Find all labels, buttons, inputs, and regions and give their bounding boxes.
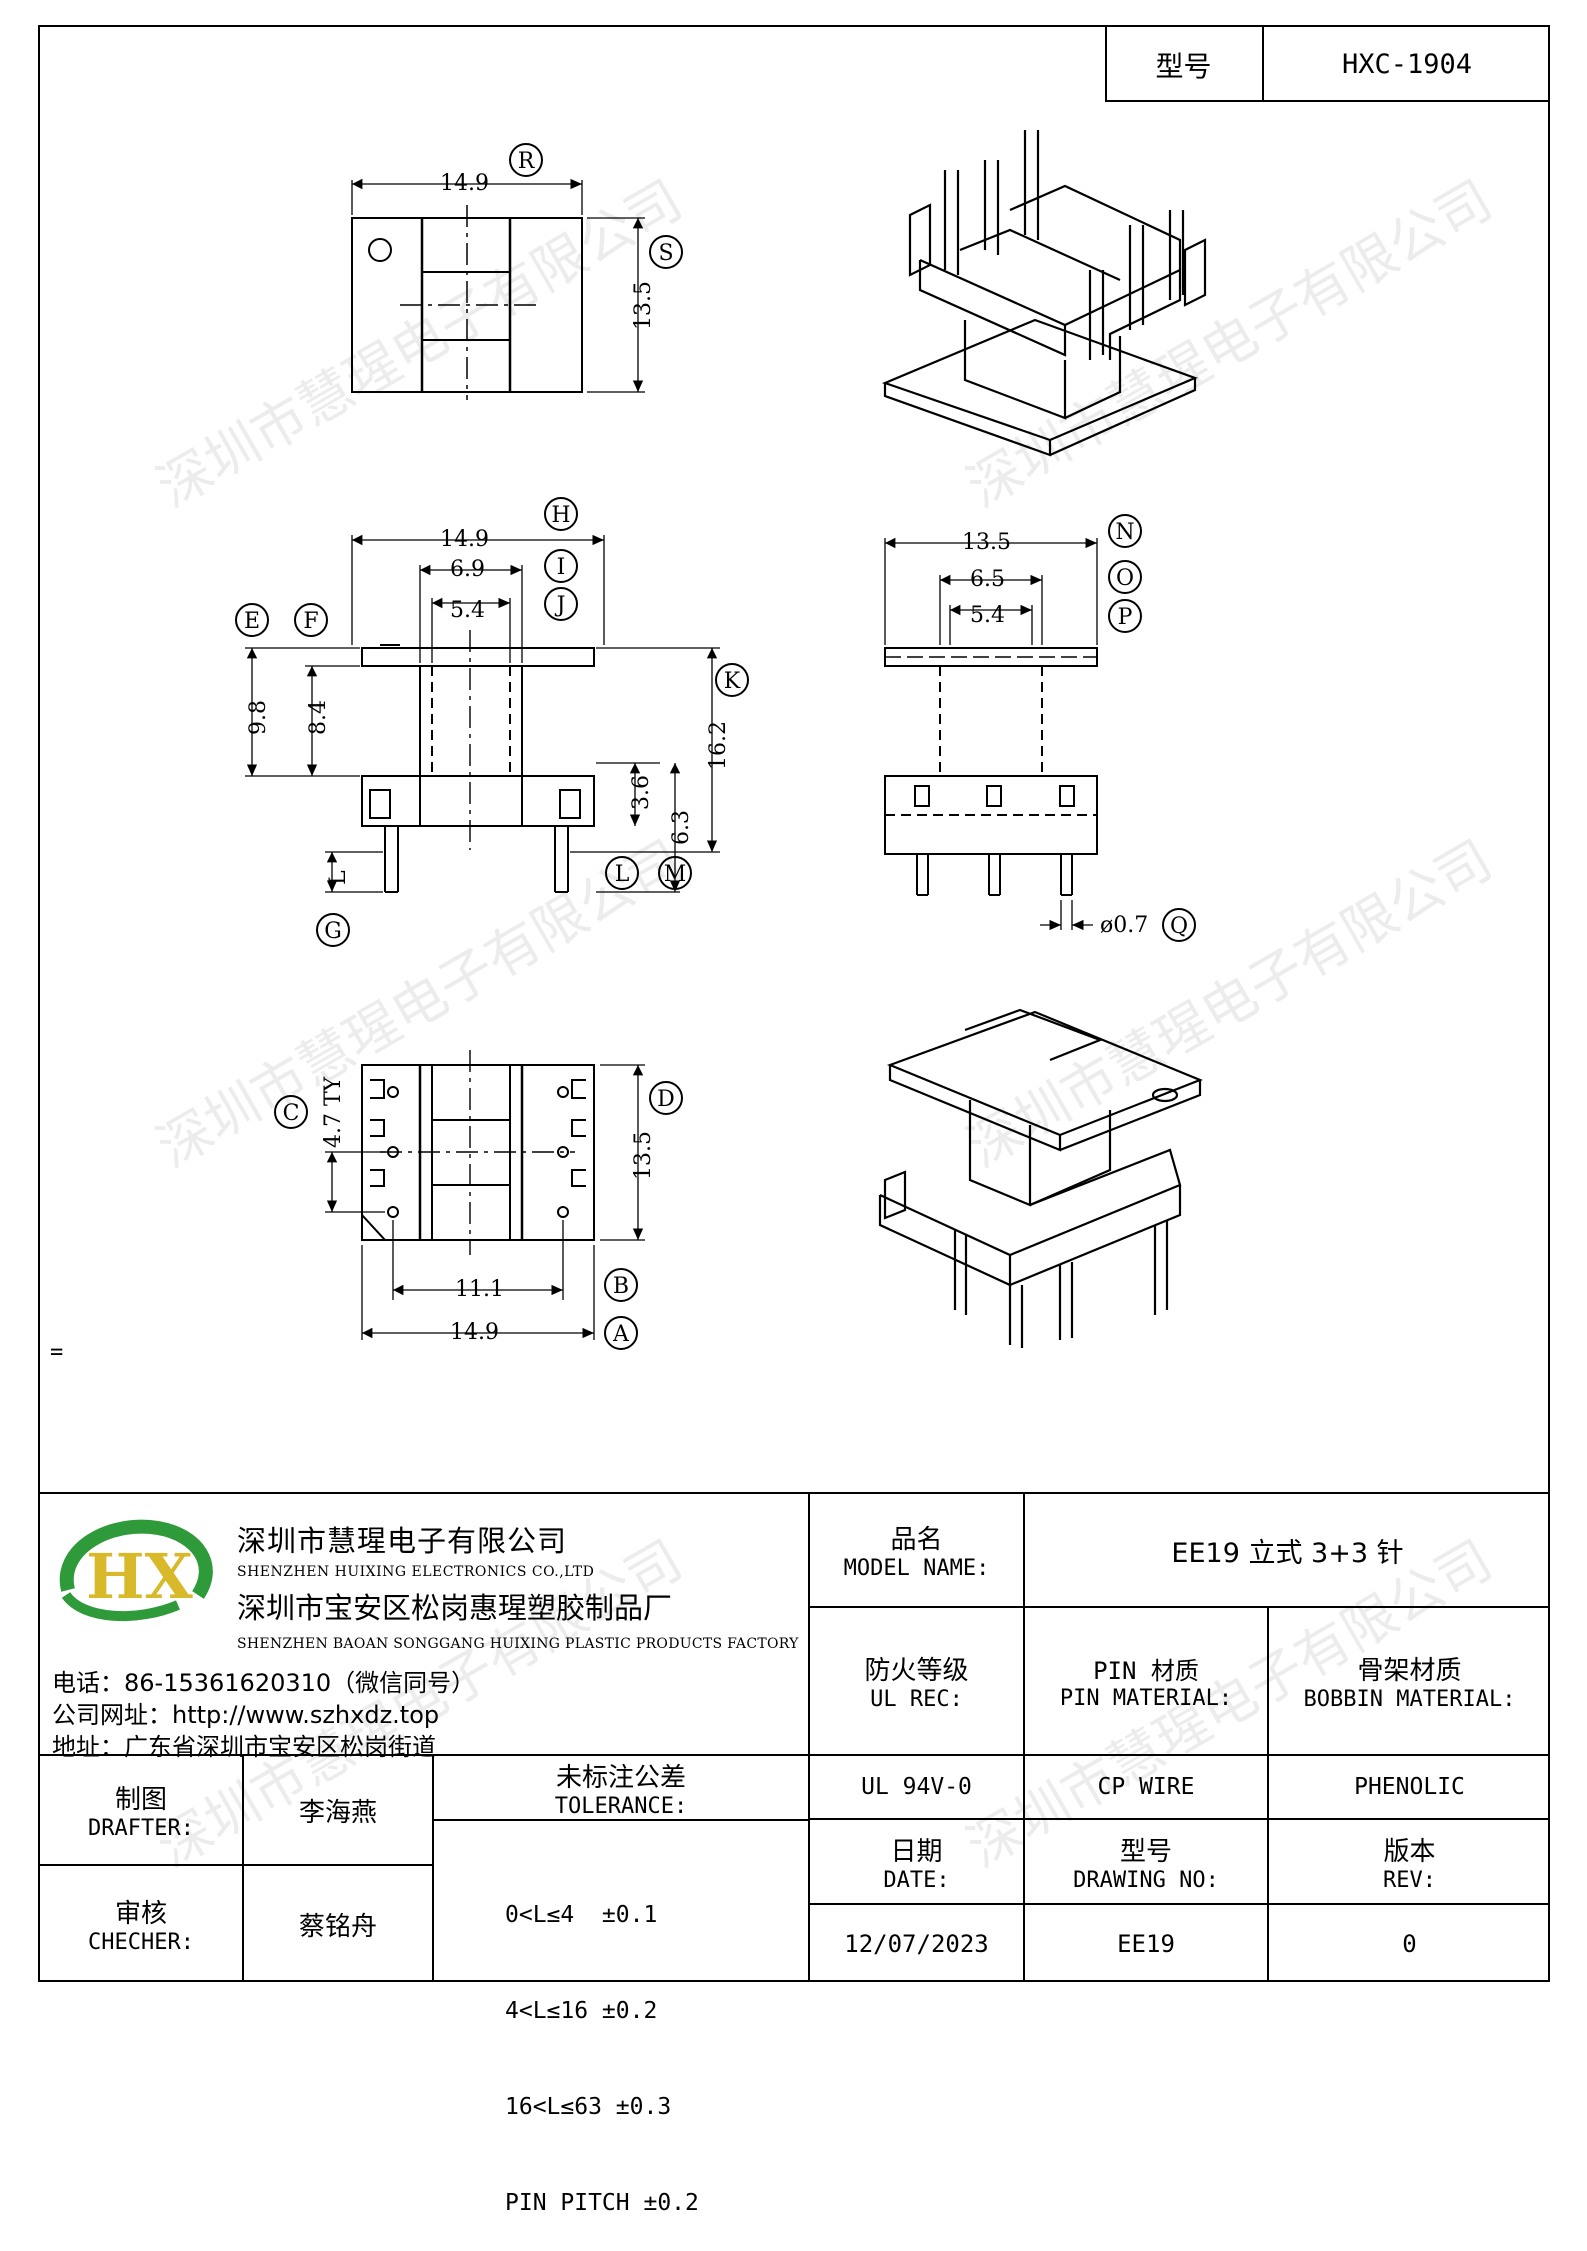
svg-text:D: D — [657, 1087, 675, 1112]
svg-text:B: B — [613, 1274, 629, 1299]
tolerance-item: 16<L≤63 ±0.3 — [505, 2094, 672, 2120]
dim-bottom-inner: 11.1 — [455, 1277, 504, 1302]
dim-side-w2: 6.5 — [970, 567, 1005, 592]
svg-text:P: P — [1118, 605, 1133, 630]
front-view — [361, 630, 595, 893]
svg-text:O: O — [1116, 566, 1134, 591]
technical-drawing: 14.9 13.5 14.9 6.9 5.4 9.8 8.4 16.2 3.6 … — [235, 130, 1207, 1350]
model-header-box — [1105, 25, 1550, 102]
company-name-cn: 深圳市慧瑆电子有限公司 — [237, 1524, 568, 1558]
side-mark: = — [50, 1340, 64, 1365]
dim-front-h1: 9.8 — [246, 700, 271, 735]
tolerance-item: 4<L≤16 ±0.2 — [505, 1998, 658, 2024]
svg-text:H: H — [551, 503, 570, 528]
svg-text:C: C — [283, 1101, 300, 1126]
date-label: 日期 DATE: — [883, 1836, 950, 1893]
dim-side-w1: 13.5 — [962, 530, 1011, 555]
drawing-no-value: EE19 — [1117, 1929, 1175, 1958]
company-phone: 电话：86-15361620310（微信同号） — [52, 1669, 476, 1697]
iso-view-bottom — [878, 1008, 1203, 1348]
bobbin-material-label: 骨架材质 BOBBIN MATERIAL: — [1303, 1656, 1516, 1712]
drawing-frame — [38, 25, 1550, 1982]
drafter-label: 制图 DRAFTER: — [88, 1785, 194, 1841]
dim-front-h5: 6.3 — [669, 810, 694, 845]
ul-rec-label: 防火等级 UL REC: — [864, 1656, 969, 1712]
rev-label: 版本 REV: — [1383, 1836, 1436, 1893]
dim-top-width: 14.9 — [440, 171, 489, 196]
drawing-no-label: 型号 DRAWING NO: — [1073, 1836, 1219, 1893]
svg-text:N: N — [1115, 520, 1134, 545]
tolerance-list: 0<L≤4 ±0.1 4<L≤16 ±0.2 16<L≤63 ±0.3 PIN … — [505, 1835, 699, 2251]
tolerance-item: PIN PITCH ±0.2 — [505, 2190, 699, 2216]
dim-front-w1: 14.9 — [440, 527, 489, 552]
model-header-label: 型号 — [1155, 49, 1212, 83]
pin-value: CP WIRE — [1097, 1774, 1195, 1800]
svg-text:R: R — [518, 149, 536, 174]
ul-value: UL 94V-0 — [861, 1774, 972, 1800]
factory-name-cn: 深圳市宝安区松岗惠瑆塑胶制品厂 — [237, 1591, 673, 1625]
dim-front-pin-l: L — [326, 870, 351, 885]
dim-bottom-pitch: 4.7 TY — [321, 1076, 346, 1148]
dim-front-w3: 5.4 — [450, 598, 485, 623]
rev-value: 0 — [1402, 1929, 1417, 1958]
svg-text:J: J — [555, 593, 566, 618]
iso-view-top — [881, 130, 1207, 457]
factory-name-en: SHENZHEN BAOAN SONGGANG HUIXING PLASTIC … — [237, 1636, 799, 1652]
checker-label: 审核 CHECHER: — [88, 1899, 194, 1955]
dim-bottom-width: 14.9 — [450, 1320, 499, 1345]
dim-front-h3: 16.2 — [706, 721, 731, 770]
date-value: 12/07/2023 — [844, 1929, 989, 1958]
dim-bottom-height: 13.5 — [631, 1131, 656, 1180]
company-name-en: SHENZHEN HUIXING ELECTRONICS CO.,LTD — [237, 1564, 595, 1580]
dim-front-w2: 6.9 — [450, 557, 485, 582]
svg-text:A: A — [612, 1322, 630, 1347]
svg-text:E: E — [244, 609, 260, 634]
side-view — [884, 647, 1098, 896]
company-address: 地址：广东省深圳市宝安区松岗街道 — [52, 1733, 436, 1761]
pin-material-label: PIN 材质 PIN MATERIAL: — [1059, 1657, 1233, 1711]
bottom-view — [361, 1050, 595, 1255]
svg-text:I: I — [557, 555, 566, 580]
svg-text:K: K — [724, 669, 741, 694]
svg-text:S: S — [658, 241, 673, 266]
drafter-name: 李海燕 — [298, 1797, 377, 1828]
company-website: 公司网址：http://www.szhxdz.top — [52, 1701, 440, 1729]
model-name-label: 品名 MODEL NAME: — [843, 1525, 990, 1581]
svg-text:L: L — [615, 862, 630, 887]
dim-front-h2: 8.4 — [306, 700, 331, 735]
model-name-value: EE19 立式 3+3 针 — [1171, 1537, 1404, 1569]
svg-text:HX: HX — [86, 1540, 194, 1613]
svg-text:G: G — [324, 919, 342, 944]
dim-side-pin-d: ø0.7 — [1100, 913, 1148, 938]
svg-text:F: F — [303, 609, 318, 634]
checker-name: 蔡铭舟 — [298, 1911, 377, 1942]
svg-text:Q: Q — [1170, 914, 1188, 939]
company-logo: HX — [59, 1519, 213, 1622]
model-header-value: HXC-1904 — [1341, 49, 1473, 80]
dim-front-h4: 3.6 — [629, 775, 654, 810]
dim-top-height: 13.5 — [631, 281, 656, 330]
svg-text:M: M — [664, 862, 687, 887]
bobbin-value: PHENOLIC — [1354, 1774, 1465, 1800]
dim-side-w3: 5.4 — [970, 603, 1005, 628]
tolerance-label: 未标注公差 TOLERANCE: — [554, 1762, 688, 1819]
tolerance-item: 0<L≤4 ±0.1 — [505, 1902, 658, 1928]
